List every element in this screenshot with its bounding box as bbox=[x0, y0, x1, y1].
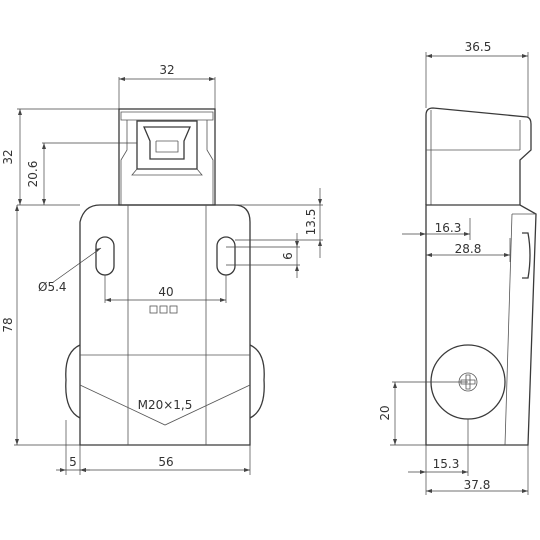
dim-head-height: 32 bbox=[1, 149, 15, 164]
right-cap bbox=[249, 344, 265, 419]
mounting-slot-left bbox=[95, 236, 115, 276]
dim-top-width: 36.5 bbox=[465, 40, 492, 54]
thread-label: M20×1,5 bbox=[138, 398, 193, 412]
dim-body-height: 78 bbox=[1, 317, 15, 332]
mounting-slot-right bbox=[216, 236, 236, 276]
side-head bbox=[425, 107, 532, 205]
dim-hole-spacing: 40 bbox=[158, 285, 173, 299]
dim-lower-offset: 15.3 bbox=[433, 457, 460, 471]
led-3 bbox=[169, 305, 178, 314]
dim-upper-offset: 16.3 bbox=[435, 221, 462, 235]
dim-top-offset: 13.5 bbox=[304, 209, 318, 236]
dim-slot-height: 20.6 bbox=[26, 161, 40, 188]
led-2 bbox=[159, 305, 168, 314]
dim-slot-width: 6 bbox=[281, 252, 295, 260]
dim-body-width: 56 bbox=[158, 455, 173, 469]
side-dimensions bbox=[390, 52, 529, 495]
left-cap bbox=[65, 344, 81, 419]
front-view: 32 32 20.6 13.5 6 Ø5.4 40 78 5 56 M20×1,… bbox=[1, 63, 323, 475]
actuator-slot bbox=[131, 120, 203, 176]
actuator-head bbox=[118, 108, 216, 206]
front-dimensions bbox=[14, 77, 323, 475]
led-1 bbox=[149, 305, 158, 314]
dim-hole-diameter: Ø5.4 bbox=[38, 280, 67, 294]
dim-center-height: 20 bbox=[378, 405, 392, 420]
dim-head-width: 32 bbox=[159, 63, 174, 77]
side-view: 36.5 16.3 28.8 20 15.3 37.8 bbox=[378, 40, 537, 495]
side-body bbox=[425, 204, 537, 446]
dim-upper-width: 28.8 bbox=[455, 242, 482, 256]
dim-left-offset: 5 bbox=[69, 455, 77, 469]
side-cap-bulge bbox=[522, 232, 531, 279]
dim-bottom-width: 37.8 bbox=[464, 478, 491, 492]
